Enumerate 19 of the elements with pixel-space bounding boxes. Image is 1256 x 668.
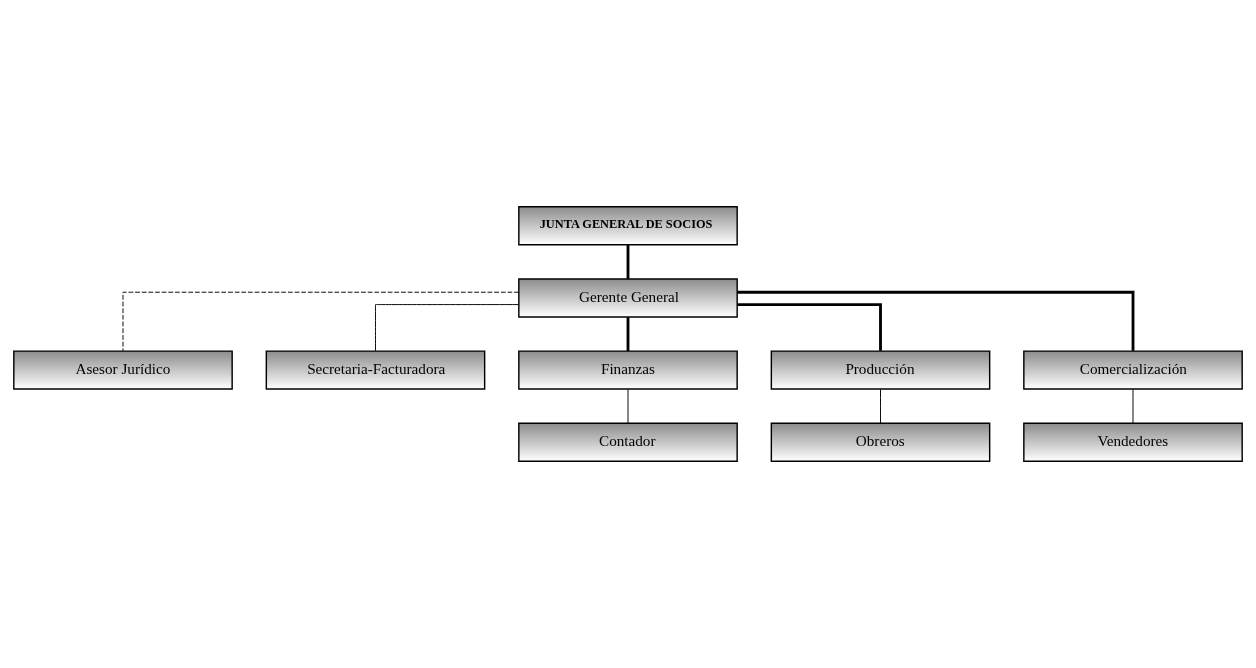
connector: [737, 290, 1135, 351]
connector: [122, 291, 520, 352]
connector: [737, 303, 882, 351]
node-box: Obreros: [770, 422, 991, 462]
node-box: Finanzas: [518, 350, 738, 390]
connector: [626, 317, 630, 351]
node-box: Producción: [770, 350, 991, 390]
node-box: Gerente General: [518, 278, 738, 318]
node-box: Contador: [518, 422, 738, 462]
node-box: JUNTA GENERAL DE SOCIOS: [518, 206, 738, 246]
node-box: Asesor Jurídico: [13, 350, 233, 390]
connector: [880, 388, 881, 424]
node-box: Vendedores: [1023, 422, 1243, 462]
connector: [626, 245, 630, 279]
connector: [627, 388, 629, 424]
node-box: Secretaria-Facturadora: [265, 350, 486, 390]
node-box: Comercialización: [1023, 350, 1243, 390]
connector: [1132, 388, 1134, 424]
connector: [375, 304, 520, 352]
